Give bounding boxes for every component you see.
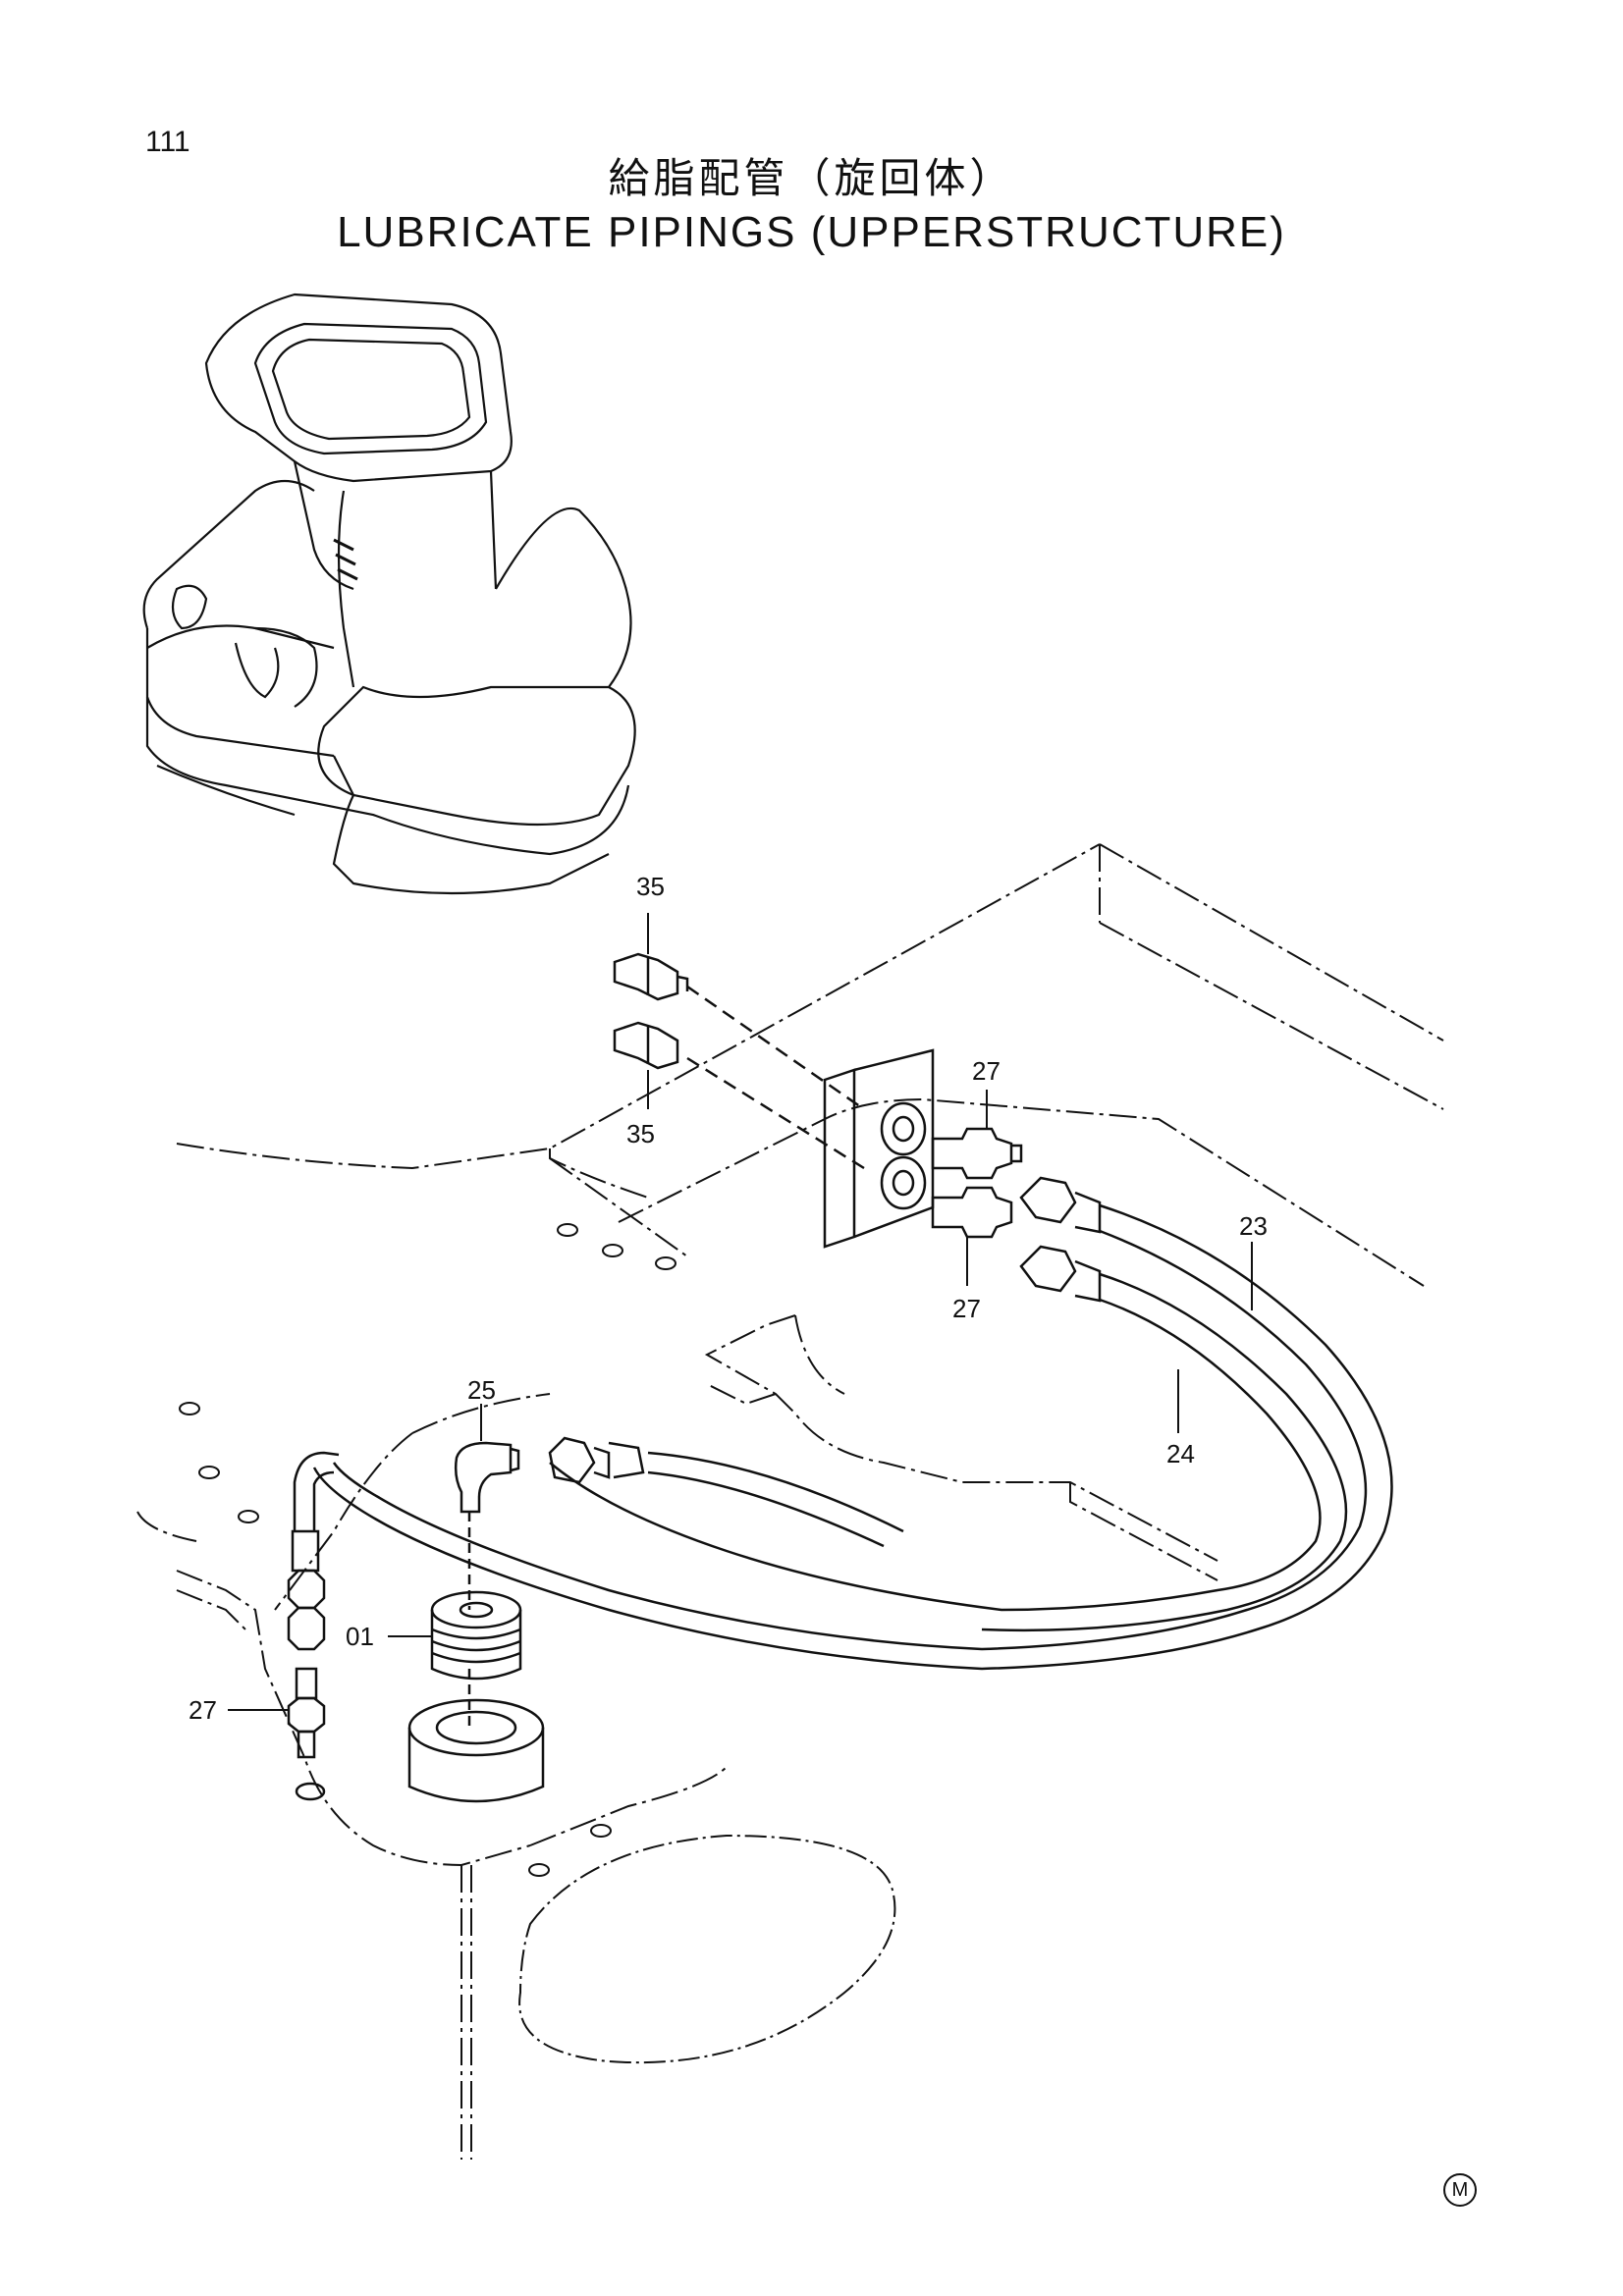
elbow-25	[454, 1441, 520, 1514]
leader-dashes-35	[686, 985, 865, 1170]
boss-seat	[407, 1669, 545, 1803]
hose-24	[549, 1272, 1348, 1632]
grease-nipple-35-lower	[613, 1021, 679, 1070]
callout-25: 25	[467, 1375, 496, 1405]
callout-01: 01	[346, 1622, 374, 1651]
grease-block	[823, 1048, 935, 1249]
hose-24-fitting	[1019, 1245, 1102, 1303]
boss-01	[430, 1512, 522, 1681]
adapter-27-upper	[931, 1127, 1023, 1180]
frame-holes	[179, 1223, 676, 1877]
frame-outline	[136, 843, 1444, 2160]
callout-27-left: 27	[189, 1695, 217, 1725]
hose-left-riser	[293, 1451, 340, 1531]
callout-27-top: 27	[972, 1056, 1001, 1086]
adapter-27-lower	[931, 1186, 1013, 1239]
page-number: 111	[145, 126, 190, 158]
frame-oval-cutout	[518, 1834, 896, 2064]
callout-35-top: 35	[636, 872, 665, 901]
hose-23	[312, 1203, 1393, 1671]
page-title-japanese: 給脂配管（旋回体）	[608, 154, 1015, 202]
callout-23: 23	[1239, 1211, 1268, 1241]
hose-23-fitting	[1019, 1176, 1102, 1234]
callout-35-bottom: 35	[626, 1119, 655, 1148]
machine-overview-inset	[142, 293, 636, 895]
callout-27-mid: 27	[952, 1294, 981, 1323]
callout-leaders	[228, 913, 1253, 1711]
hose-swivel-nut	[548, 1436, 645, 1484]
grease-nipple-35-upper	[613, 952, 689, 1001]
callout-24: 24	[1166, 1439, 1195, 1468]
page-title-english: LUBRICATE PIPINGS (UPPERSTRUCTURE)	[337, 208, 1286, 256]
left-fitting-stack	[287, 1529, 326, 1801]
corner-mark: M	[1443, 2173, 1477, 2207]
